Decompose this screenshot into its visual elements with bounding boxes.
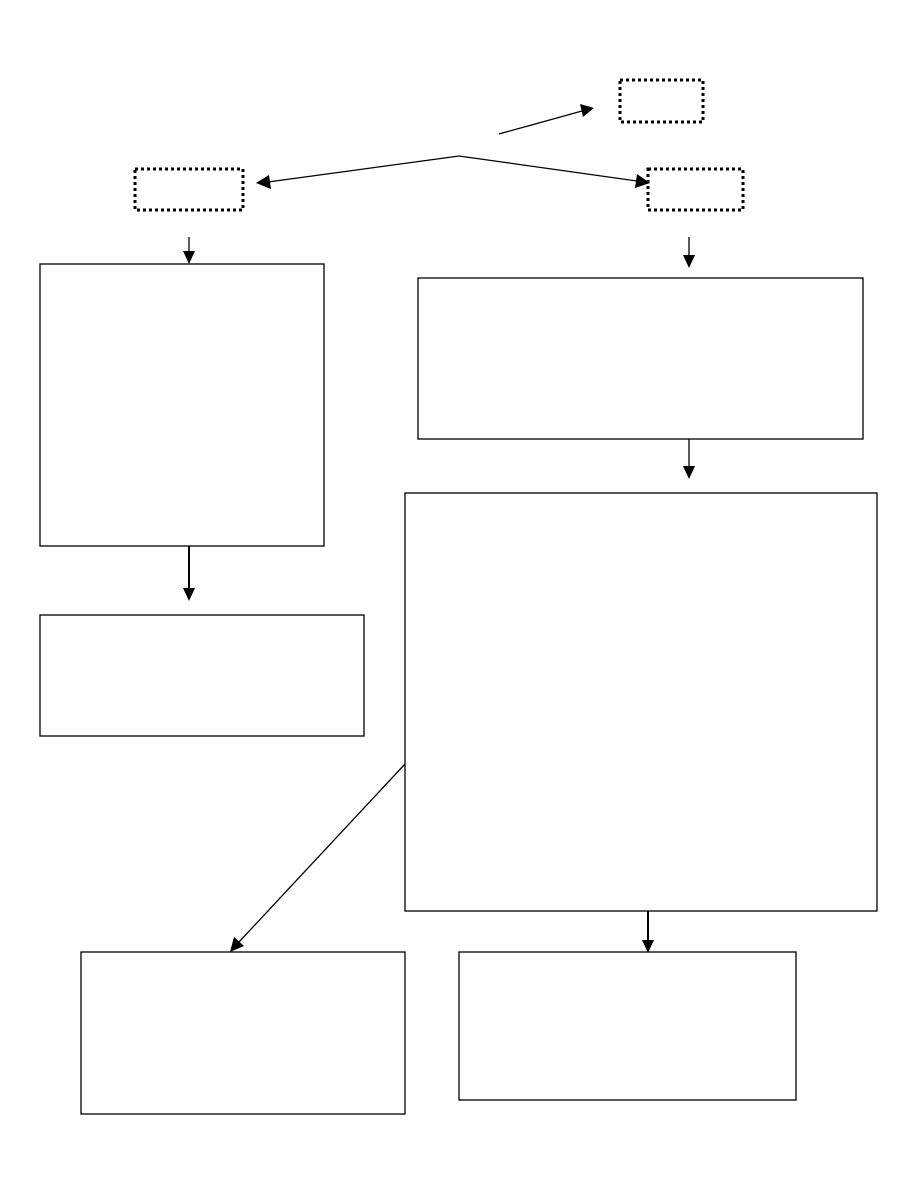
arrowhead-left-upper (183, 251, 195, 264)
arrowhead-right-upper (683, 255, 695, 268)
left-branch-label-box (133, 167, 245, 212)
edge-split-to-left-branch (267, 155, 460, 183)
edge-split-to-top-right (498, 110, 583, 135)
top-right-label-box (618, 78, 705, 124)
arrowhead-bottom-left (230, 937, 244, 952)
arrowhead-right-branch (635, 174, 650, 188)
edge-split-to-right-branch (458, 155, 638, 182)
arrowhead-top-right (580, 104, 594, 117)
arrowhead-right-middle (683, 466, 695, 479)
edge-right-middle-to-bottom-left (238, 763, 406, 943)
left-upper-box (39, 263, 325, 547)
right-upper-box (417, 277, 864, 440)
right-middle-box (404, 492, 878, 912)
bottom-left-box (80, 951, 406, 1115)
bottom-right-box (458, 951, 797, 1101)
arrowhead-left-lower (183, 588, 195, 601)
left-lower-box (39, 614, 365, 737)
right-branch-label-box (646, 167, 745, 212)
arrowhead-bottom-right (642, 940, 654, 953)
arrowhead-left-branch (256, 175, 271, 189)
